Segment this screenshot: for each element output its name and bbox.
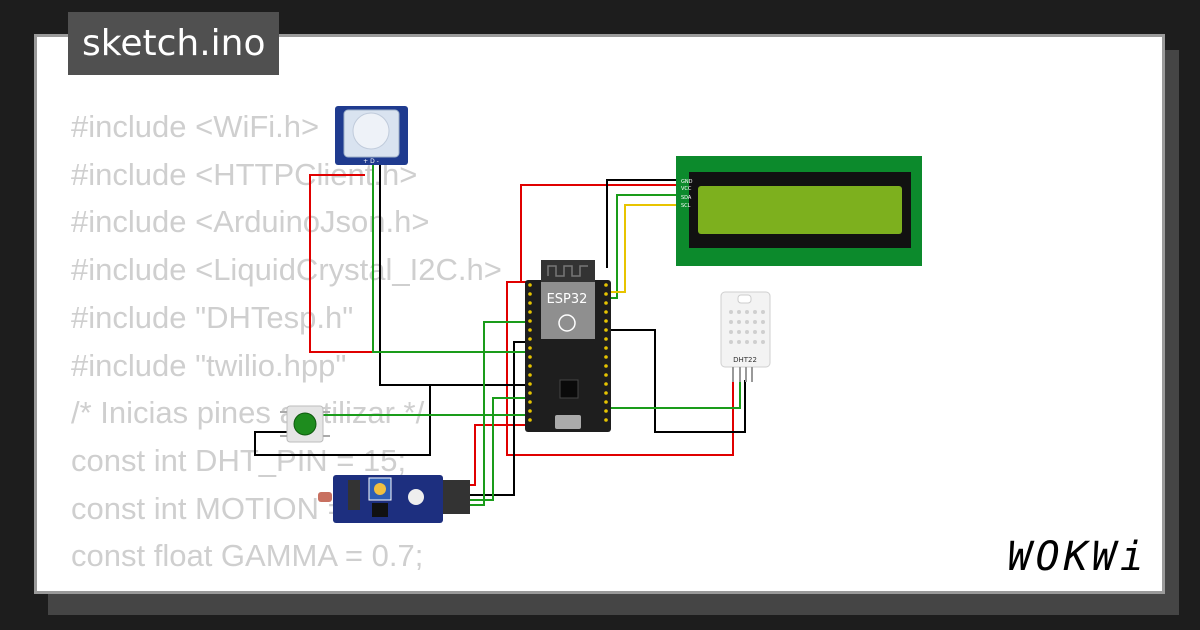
wire-black-ldr-gnd (470, 341, 527, 496)
esp32-board: ESP32 (525, 260, 611, 432)
wire-red-dht-vcc (506, 281, 734, 456)
wire-green-ldr-out (470, 321, 527, 506)
code-line: #include <LiquidCrystal_I2C.h> (71, 252, 502, 288)
push-button (280, 405, 330, 443)
code-line: #include "DHTesp.h" (71, 299, 354, 335)
code-line: const int DHT_PIN = 15; (71, 442, 407, 478)
wire-green-ldr-ao (470, 397, 527, 501)
wire-black-button (254, 385, 431, 456)
code-line: const float RL10 = 50; (71, 580, 502, 591)
esp32-pins-left (528, 283, 532, 422)
wire-black-dht-gnd (610, 329, 746, 433)
wire-yellow-lcd-scl (610, 204, 678, 293)
lcd-pin-sda: SDA (681, 195, 692, 201)
esp32-pins-right (604, 283, 608, 422)
lcd-pin-scl: SCL (681, 203, 691, 209)
wire-green-lcd-sda (610, 194, 678, 299)
lcd-pin-vcc: VCC (681, 186, 692, 192)
code-background: #include <WiFi.h> #include <HTTPClient.h… (71, 103, 502, 591)
dht22-label: DHT22 (733, 356, 757, 364)
pir-sensor: + D - (335, 106, 408, 165)
wire-red-pir (309, 174, 527, 353)
lcd-1602: GND VCC SDA SCL (676, 156, 922, 266)
code-line: #include <ArduinoJson.h> (71, 204, 430, 240)
code-line: /* Inicias pines a utilizar */ (71, 395, 425, 431)
pir-pin-labels: + D - (363, 158, 379, 165)
wires (254, 165, 746, 506)
code-line: #include <WiFi.h> (71, 109, 320, 144)
dht22-sensor: DHT22 (720, 291, 771, 382)
wire-black-lcd-gnd (606, 179, 678, 268)
wokwi-logo: WOKWi (1007, 534, 1148, 580)
wire-green-dht-data (610, 380, 741, 409)
code-line: const float GAMMA = 0.7; (71, 538, 424, 574)
ldr-module (318, 475, 470, 523)
code-line: #include "twilio.hpp" (71, 347, 347, 383)
esp32-label: ESP32 (547, 292, 588, 307)
lcd-pin-gnd: GND (681, 179, 693, 185)
wire-green-pir-out (372, 165, 527, 353)
wire-red-ldr-vcc (470, 424, 527, 486)
wire-black-pir-gnd (379, 165, 527, 386)
lcd-pin-labels: GND VCC SDA SCL (681, 179, 693, 209)
file-tab[interactable]: sketch.ino (68, 12, 280, 75)
